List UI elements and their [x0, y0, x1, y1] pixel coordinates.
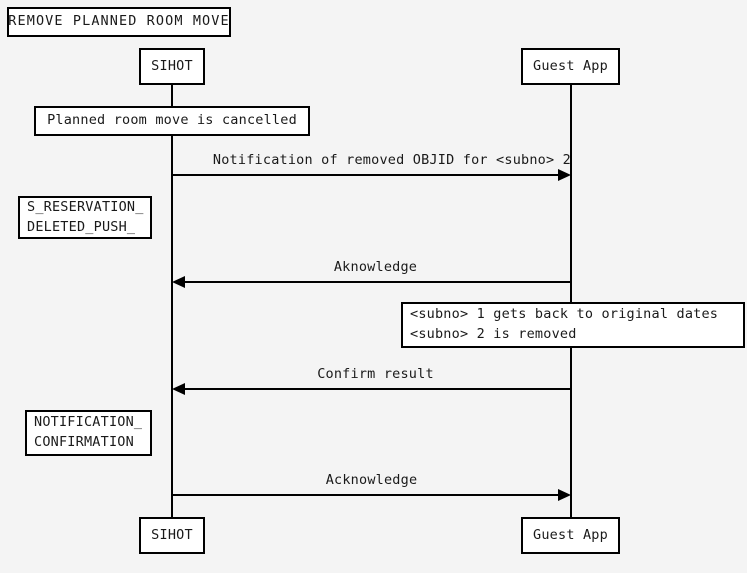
note-subno-dates: <subno> 1 gets back to original dates <s… [401, 302, 745, 348]
msg-notification-removed-objid-arrowhead [558, 169, 571, 181]
msg-acknowledge-arrowhead [558, 489, 571, 501]
actor-footer-guestapp[interactable]: Guest App [521, 517, 620, 554]
note-s-reservation-line-2: DELETED_PUSH_ [27, 218, 136, 235]
msg-notification-removed-objid-line [172, 174, 564, 176]
note-planned-move-cancelled-line-1: Planned room move is cancelled [47, 112, 297, 129]
msg-confirm-result-line [180, 388, 571, 390]
note-subno-dates-line-1: <subno> 1 gets back to original dates [410, 306, 719, 323]
note-notification-line-2: CONFIRMATION [34, 434, 134, 450]
msg-confirm-result-arrowhead [172, 383, 185, 395]
actor-footer-sihot[interactable]: SIHOT [139, 517, 205, 554]
note-notification-confirmation: NOTIFICATION_ CONFIRMATION [25, 410, 152, 456]
lifeline-sihot [171, 85, 173, 518]
actor-header-sihot-label: SIHOT [151, 57, 193, 74]
note-subno-dates-line-2: <subno> 2 is removed [410, 326, 577, 342]
msg-acknowledge-line [172, 494, 564, 496]
note-s-reservation-deleted-push: S_RESERVATION_ DELETED_PUSH_ [18, 196, 152, 239]
actor-footer-sihot-label: SIHOT [151, 526, 193, 543]
diagram-title-box: REMOVE PLANNED ROOM MOVE [7, 7, 231, 37]
msg-notification-removed-objid-label: Notification of removed OBJID for <subno… [212, 152, 571, 168]
actor-header-sihot[interactable]: SIHOT [139, 48, 205, 85]
actor-footer-guestapp-label: Guest App [533, 526, 608, 543]
msg-aknowledge-line [180, 281, 571, 283]
diagram-title: REMOVE PLANNED ROOM MOVE [8, 13, 230, 30]
actor-header-guestapp[interactable]: Guest App [521, 48, 620, 85]
note-s-reservation-line-1: S_RESERVATION_ [27, 198, 144, 215]
actor-header-guestapp-label: Guest App [533, 57, 608, 74]
msg-confirm-result-label: Confirm result [317, 366, 434, 382]
note-planned-move-cancelled: Planned room move is cancelled [34, 106, 310, 136]
msg-aknowledge-arrowhead [172, 276, 185, 288]
note-notification-line-1: NOTIFICATION_ [34, 414, 143, 431]
msg-acknowledge-label: Acknowledge [325, 472, 418, 488]
msg-aknowledge-label: Aknowledge [333, 259, 418, 275]
lifeline-guestapp [570, 85, 572, 518]
